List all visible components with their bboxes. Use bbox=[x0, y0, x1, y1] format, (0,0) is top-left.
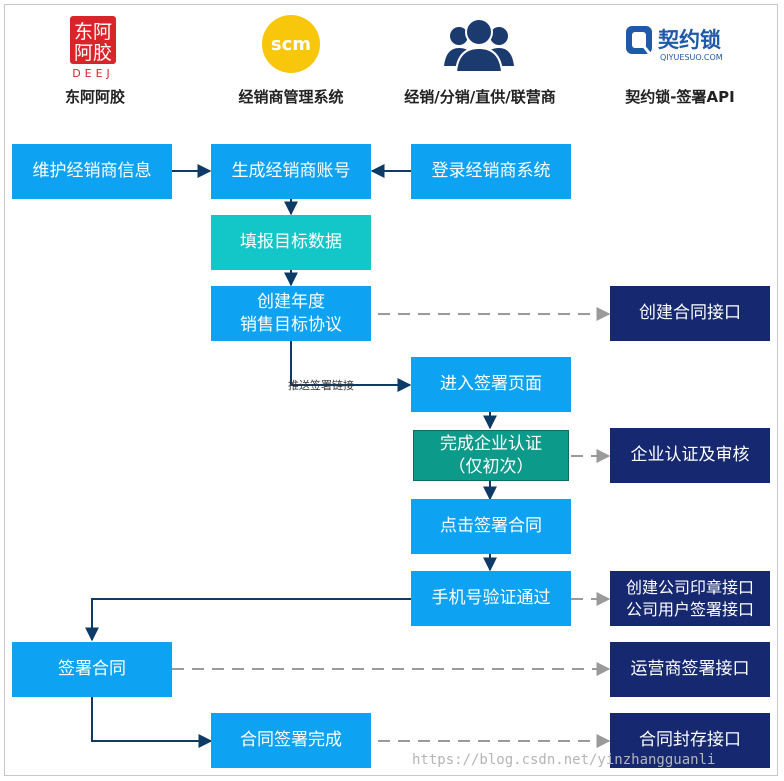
qiyuesuo-logo: 契约锁 QIYUESUO.COM bbox=[622, 20, 737, 64]
arrow-phone-to-sign bbox=[85, 598, 411, 642]
sign-contract-box: 签署合同 bbox=[12, 642, 172, 697]
enterprise-auth-review-label: 企业认证及审核 bbox=[630, 445, 750, 465]
enterprise-auth-line2: （仅初次） bbox=[448, 456, 534, 477]
qiyuesuo-logo-en: QIYUESUO.COM bbox=[660, 53, 723, 62]
operator-sign-api-box: 运营商签署接口 bbox=[610, 642, 770, 697]
fill-target-data-box: 填报目标数据 bbox=[211, 215, 371, 270]
fill-target-data-label: 填报目标数据 bbox=[240, 232, 342, 252]
phone-verify-label: 手机号验证通过 bbox=[431, 588, 551, 608]
contract-archive-api-label: 合同封存接口 bbox=[639, 730, 741, 750]
enter-sign-page-box: 进入签署页面 bbox=[411, 357, 571, 412]
arrow-sign-to-complete bbox=[91, 697, 213, 748]
enterprise-auth-line1: 完成企业认证 bbox=[440, 433, 542, 454]
create-contract-api-label: 创建合同接口 bbox=[639, 303, 741, 323]
seal-and-sign-api-box: 创建公司印章接口 公司用户签署接口 bbox=[610, 571, 770, 626]
contract-signed-box: 合同签署完成 bbox=[211, 713, 371, 768]
login-dealer-system-box: 登录经销商系统 bbox=[411, 144, 571, 199]
scm-logo: scm bbox=[261, 14, 321, 74]
create-annual-agreement-box: 创建年度 销售目标协议 bbox=[211, 286, 371, 341]
arrow-create-to-enter bbox=[290, 341, 412, 392]
operator-sign-api-label: 运营商签署接口 bbox=[630, 659, 750, 679]
enterprise-auth-box: 完成企业认证 （仅初次） bbox=[413, 430, 569, 481]
create-annual-agreement-line1: 创建年度 bbox=[257, 291, 325, 312]
push-sign-link-label: 推送签署链接 bbox=[288, 379, 354, 392]
click-sign-contract-label: 点击签署合同 bbox=[440, 516, 542, 536]
generate-dealer-account-label: 生成经销商账号 bbox=[231, 161, 351, 181]
dongejiao-logo: 东阿 阿胶 DEEJ bbox=[64, 14, 122, 80]
sign-contract-label: 签署合同 bbox=[58, 659, 126, 679]
watermark: https://blog.csdn.net/yinzhangguanli bbox=[412, 752, 716, 768]
diagram-frame bbox=[4, 4, 778, 776]
maintain-dealer-info-label: 维护经销商信息 bbox=[32, 161, 152, 181]
dongejiao-logo-mid: 阿胶 bbox=[74, 42, 112, 64]
lane-label-scm: 经销商管理系统 bbox=[238, 88, 344, 106]
contract-signed-label: 合同签署完成 bbox=[240, 730, 342, 750]
phone-verify-box: 手机号验证通过 bbox=[411, 571, 571, 626]
dongejiao-logo-sub: DEEJ bbox=[72, 67, 114, 80]
login-dealer-system-label: 登录经销商系统 bbox=[431, 161, 551, 181]
lane-label-dongejiao: 东阿阿胶 bbox=[64, 88, 125, 106]
enter-sign-page-label: 进入签署页面 bbox=[440, 374, 542, 394]
seal-api-line1: 创建公司印章接口 bbox=[625, 577, 754, 597]
click-sign-contract-box: 点击签署合同 bbox=[411, 499, 571, 554]
dealers-group-icon bbox=[442, 16, 516, 74]
scm-logo-text: scm bbox=[271, 34, 311, 55]
dongejiao-logo-top: 东阿 bbox=[74, 21, 112, 43]
lane-label-dealers: 经销/分销/直供/联营商 bbox=[404, 88, 556, 106]
contract-archive-api-box: 合同封存接口 bbox=[610, 713, 770, 768]
create-contract-api-box: 创建合同接口 bbox=[610, 286, 770, 341]
maintain-dealer-info-box: 维护经销商信息 bbox=[12, 144, 172, 199]
seal-api-line2: 公司用户签署接口 bbox=[625, 599, 754, 619]
lane-label-qiyuesuo: 契约锁-签署API bbox=[625, 88, 735, 106]
enterprise-auth-review-box: 企业认证及审核 bbox=[610, 428, 770, 483]
qiyuesuo-logo-cn: 契约锁 bbox=[657, 28, 721, 52]
create-annual-agreement-line2: 销售目标协议 bbox=[240, 314, 342, 335]
generate-dealer-account-box: 生成经销商账号 bbox=[211, 144, 371, 199]
